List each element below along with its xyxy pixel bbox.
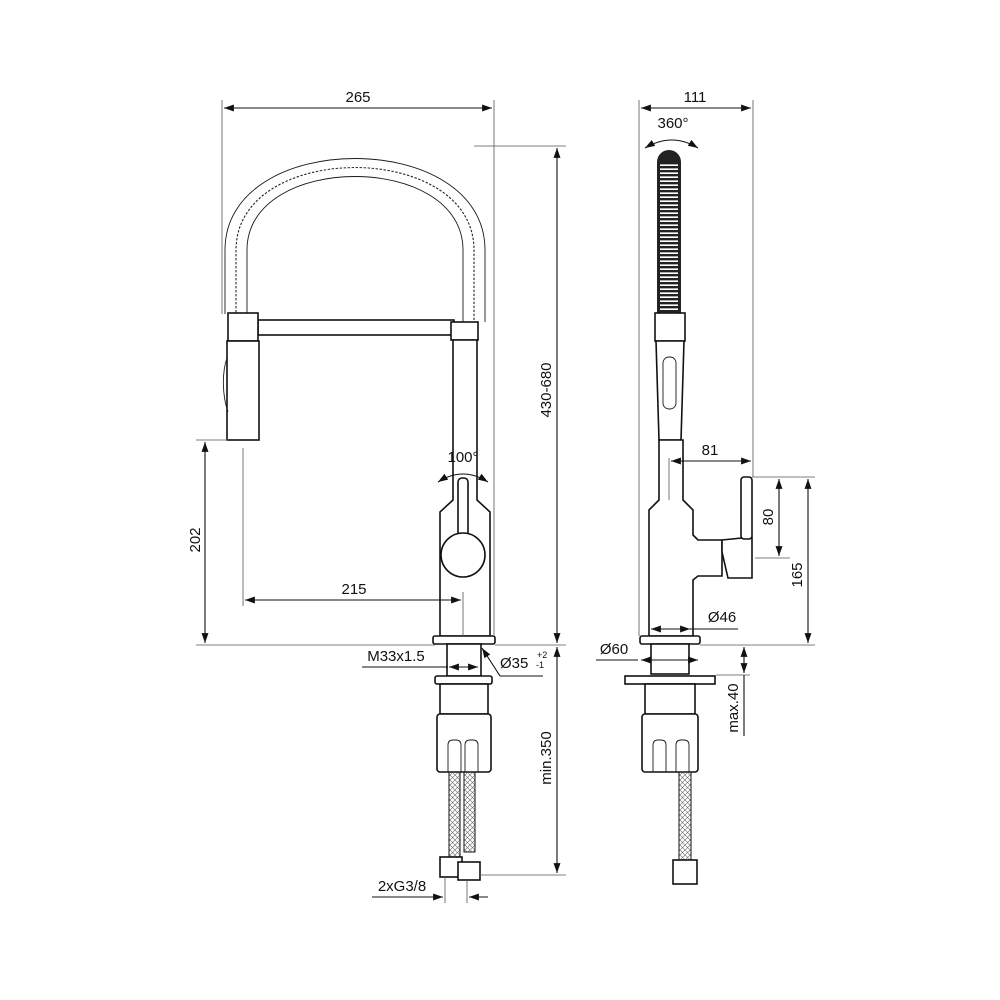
side-lever-base — [721, 536, 753, 579]
label-body-diameter: Ø46 — [708, 609, 736, 626]
label-swivel: 360° — [657, 115, 688, 132]
side-lever-handle — [740, 476, 753, 540]
label-hole-diameter: Ø35 — [500, 655, 528, 672]
label-hole-tol-upper: +2 — [537, 650, 547, 660]
label-thread: M33x1.5 — [367, 648, 425, 665]
under-counter-assembly — [434, 643, 493, 881]
lever-handle — [457, 477, 469, 539]
side-body — [648, 439, 723, 637]
label-spout-reach: 215 — [341, 581, 366, 598]
label-overall-width: 265 — [345, 89, 370, 106]
label-connections: 2xG3/8 — [378, 878, 426, 895]
swivel-arc — [644, 139, 699, 149]
label-lever-height: 80 — [760, 509, 777, 526]
spout-arm — [257, 319, 455, 336]
label-height-range: 430-680 — [538, 362, 555, 417]
spring-coil — [224, 158, 486, 322]
faucet-body — [432, 321, 496, 645]
lever-rotation-arc — [437, 473, 489, 483]
label-lever-offset: 81 — [702, 442, 719, 459]
dim-hole-diameter — [481, 647, 501, 677]
front-view: 265 430-680 202 215 100° M33x1.5 Ø35 +2 … — [187, 89, 566, 903]
lever-knob — [440, 532, 486, 578]
label-hole-tol-lower: -1 — [536, 660, 544, 670]
side-view: 111 360° 81 80 165 Ø46 Ø60 max.40 — [596, 89, 815, 885]
label-lever-rotation: 100° — [447, 449, 478, 466]
label-overall-depth: 111 — [684, 89, 707, 106]
side-base-plate — [639, 635, 701, 645]
label-min-depth: min.350 — [538, 731, 555, 784]
spray-head — [222, 312, 260, 441]
label-base-diameter: Ø60 — [600, 641, 628, 658]
base-plate — [432, 635, 496, 645]
label-spout-height: 202 — [187, 527, 204, 552]
side-spray-head — [655, 340, 685, 441]
label-max-deck: max.40 — [725, 683, 742, 732]
label-lever-total-height: 165 — [789, 562, 806, 587]
